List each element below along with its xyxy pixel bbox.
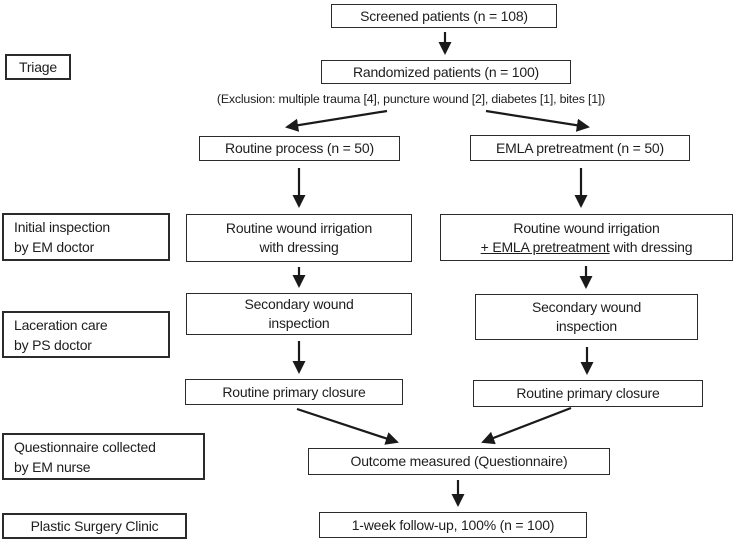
node-randomized-patients-text: Randomized patients (n = 100) [352,63,540,80]
node-outcome-measured: Outcome measured (Questionnaire) [308,448,610,475]
node-routine-irrigation-line1: Routine wound irrigation [225,220,373,236]
stage-label-plastic-surgery-clinic: Plastic Surgery Clinic [2,513,187,539]
node-emla-pretreatment: EMLA pretreatment (n = 50) [470,135,690,161]
node-secondary-inspection-left-line2: inspection [268,315,330,331]
node-secondary-inspection-right-line2: inspection [555,318,618,334]
node-emla-irrigation-line2: + EMLA pretreatment with dressing [481,238,693,257]
arrow-randomized-to-routine-icon [285,109,388,132]
arrow-randomized-to-emla-icon [485,109,590,132]
stage-label-questionnaire: Questionnaire collected by EM nurse [2,433,205,480]
node-emla-irrigation-line2-rest: with dressing [609,238,693,255]
arrow-left-closure-to-outcome-icon [296,407,399,445]
node-followup: 1-week follow-up, 100% (n = 100) [319,512,587,538]
stage-label-initial-inspection-line2: by EM doctor [14,239,95,255]
exclusion-note-text: (Exclusion: multiple trauma [4], punctur… [216,92,606,106]
node-emla-irrigation: Routine wound irrigation + EMLA pretreat… [440,214,733,261]
stage-label-triage: Triage [5,54,71,80]
stage-label-questionnaire-line2: by EM nurse [14,458,91,475]
node-randomized-patients: Randomized patients (n = 100) [321,60,571,84]
exclusion-note: (Exclusion: multiple trauma [4], punctur… [130,92,692,106]
node-routine-process-text: Routine process (n = 50) [225,140,374,156]
node-primary-closure-right-text: Routine primary closure [516,385,660,401]
stage-label-initial-inspection: Initial inspection by EM doctor [2,213,170,261]
node-routine-irrigation-line2: with dressing [259,239,339,255]
node-routine-irrigation: Routine wound irrigation with dressing [186,214,412,262]
node-secondary-inspection-left-line1: Secondary wound [244,296,354,312]
stage-label-initial-inspection-line1: Initial inspection [14,219,111,235]
node-routine-process: Routine process (n = 50) [199,136,400,161]
node-secondary-inspection-left: Secondary wound inspection [186,293,412,335]
stage-label-triage-text: Triage [19,59,57,75]
node-emla-irrigation-line1: Routine wound irrigation [513,219,660,236]
node-secondary-inspection-right-line1: Secondary wound [531,299,642,315]
node-primary-closure-left-text: Routine primary closure [222,383,366,400]
node-emla-irrigation-line2-underlined: + EMLA pretreatment [480,238,610,255]
stage-label-plastic-surgery-clinic-text: Plastic Surgery Clinic [30,518,159,534]
node-screened-patients: Screened patients (n = 108) [331,4,557,28]
node-secondary-inspection-right: Secondary wound inspection [475,294,698,340]
node-emla-pretreatment-text: EMLA pretreatment (n = 50) [496,139,664,156]
stage-label-laceration-care-line2: by PS doctor [14,336,92,353]
stage-label-laceration-care: Laceration care by PS doctor [2,311,170,358]
stage-label-laceration-care-line1: Laceration care [14,316,108,333]
stage-label-questionnaire-line1: Questionnaire collected [14,438,156,455]
node-followup-text: 1-week follow-up, 100% (n = 100) [351,516,555,533]
node-outcome-measured-text: Outcome measured (Questionnaire) [350,453,568,469]
arrow-right-closure-to-outcome-icon [481,406,572,445]
node-primary-closure-left: Routine primary closure [185,379,403,405]
node-primary-closure-right: Routine primary closure [473,380,703,407]
node-screened-patients-text: Screened patients (n = 108) [360,7,528,24]
